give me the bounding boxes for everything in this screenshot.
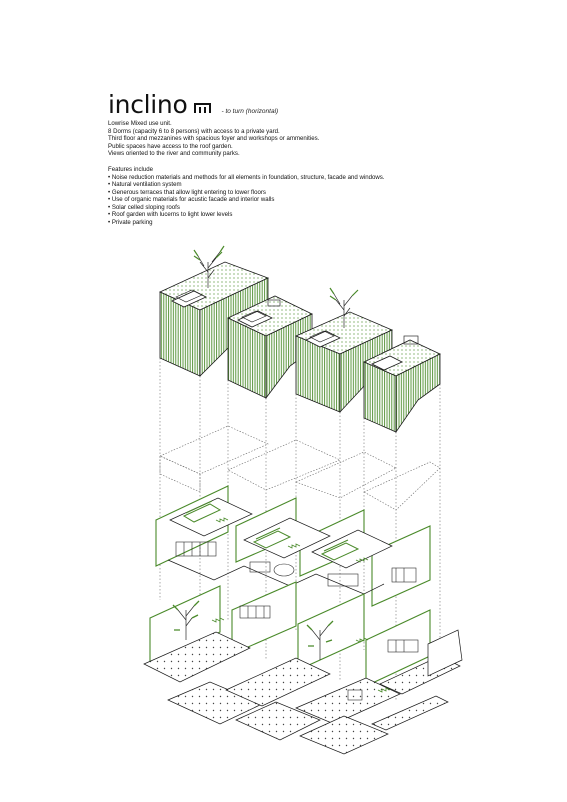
title-subtitle: - to turn (horizontal) — [221, 108, 279, 115]
furniture-detail — [239, 605, 419, 701]
roof-layer — [159, 245, 441, 434]
feature-item: • Solar celled sloping roofs — [108, 203, 180, 211]
parking-slab — [427, 629, 463, 677]
tree-icon — [193, 245, 359, 301]
furniture-row — [182, 500, 360, 561]
description-line: Lowrise Mixed use unit. — [108, 120, 172, 127]
feature-item: • Roof garden with lucerns to light lowe… — [108, 211, 233, 218]
title-block: inclino - to turn (horizontal) — [108, 92, 278, 117]
tree-icon — [172, 600, 334, 647]
private-yard — [143, 631, 461, 755]
feature-item: • Generous terraces that allow light ent… — [108, 188, 266, 196]
stair-icon — [211, 617, 391, 693]
description-line: Third floor and mezzanines with spacious… — [108, 135, 320, 143]
ground-floor-layer — [143, 581, 463, 755]
feature-item: • Natural ventilation system — [108, 181, 182, 188]
stair-icon — [215, 517, 369, 563]
feature-item: • Private parking — [108, 218, 153, 226]
tree-icon — [177, 605, 329, 660]
description-line: 8 Dorms (capacity 6 to 8 persons) with a… — [108, 127, 280, 135]
sloped-slab-layer — [159, 425, 441, 511]
description-block: Lowrise Mixed use unit. 8 Dorms (capacit… — [108, 120, 428, 158]
description-line: Public spaces have access to the roof ga… — [108, 142, 233, 150]
furniture-detail — [175, 541, 417, 587]
feature-item: • Noise reduction materials and methods … — [108, 173, 385, 181]
roof-unit — [363, 339, 441, 434]
features-heading: Features include — [108, 166, 154, 173]
feature-item: • Use of organic materials for acustic f… — [108, 196, 275, 203]
roof-garden-seating — [267, 299, 419, 345]
page-title: inclino — [108, 90, 188, 119]
description-line: Views oriented to the river and communit… — [108, 150, 240, 158]
features-block: Features include • Noise reduction mater… — [108, 166, 428, 226]
tree-icon — [197, 251, 353, 328]
roof-unit — [294, 311, 393, 414]
upper-floor-layer — [155, 485, 431, 607]
stair-step-icon — [194, 102, 212, 114]
